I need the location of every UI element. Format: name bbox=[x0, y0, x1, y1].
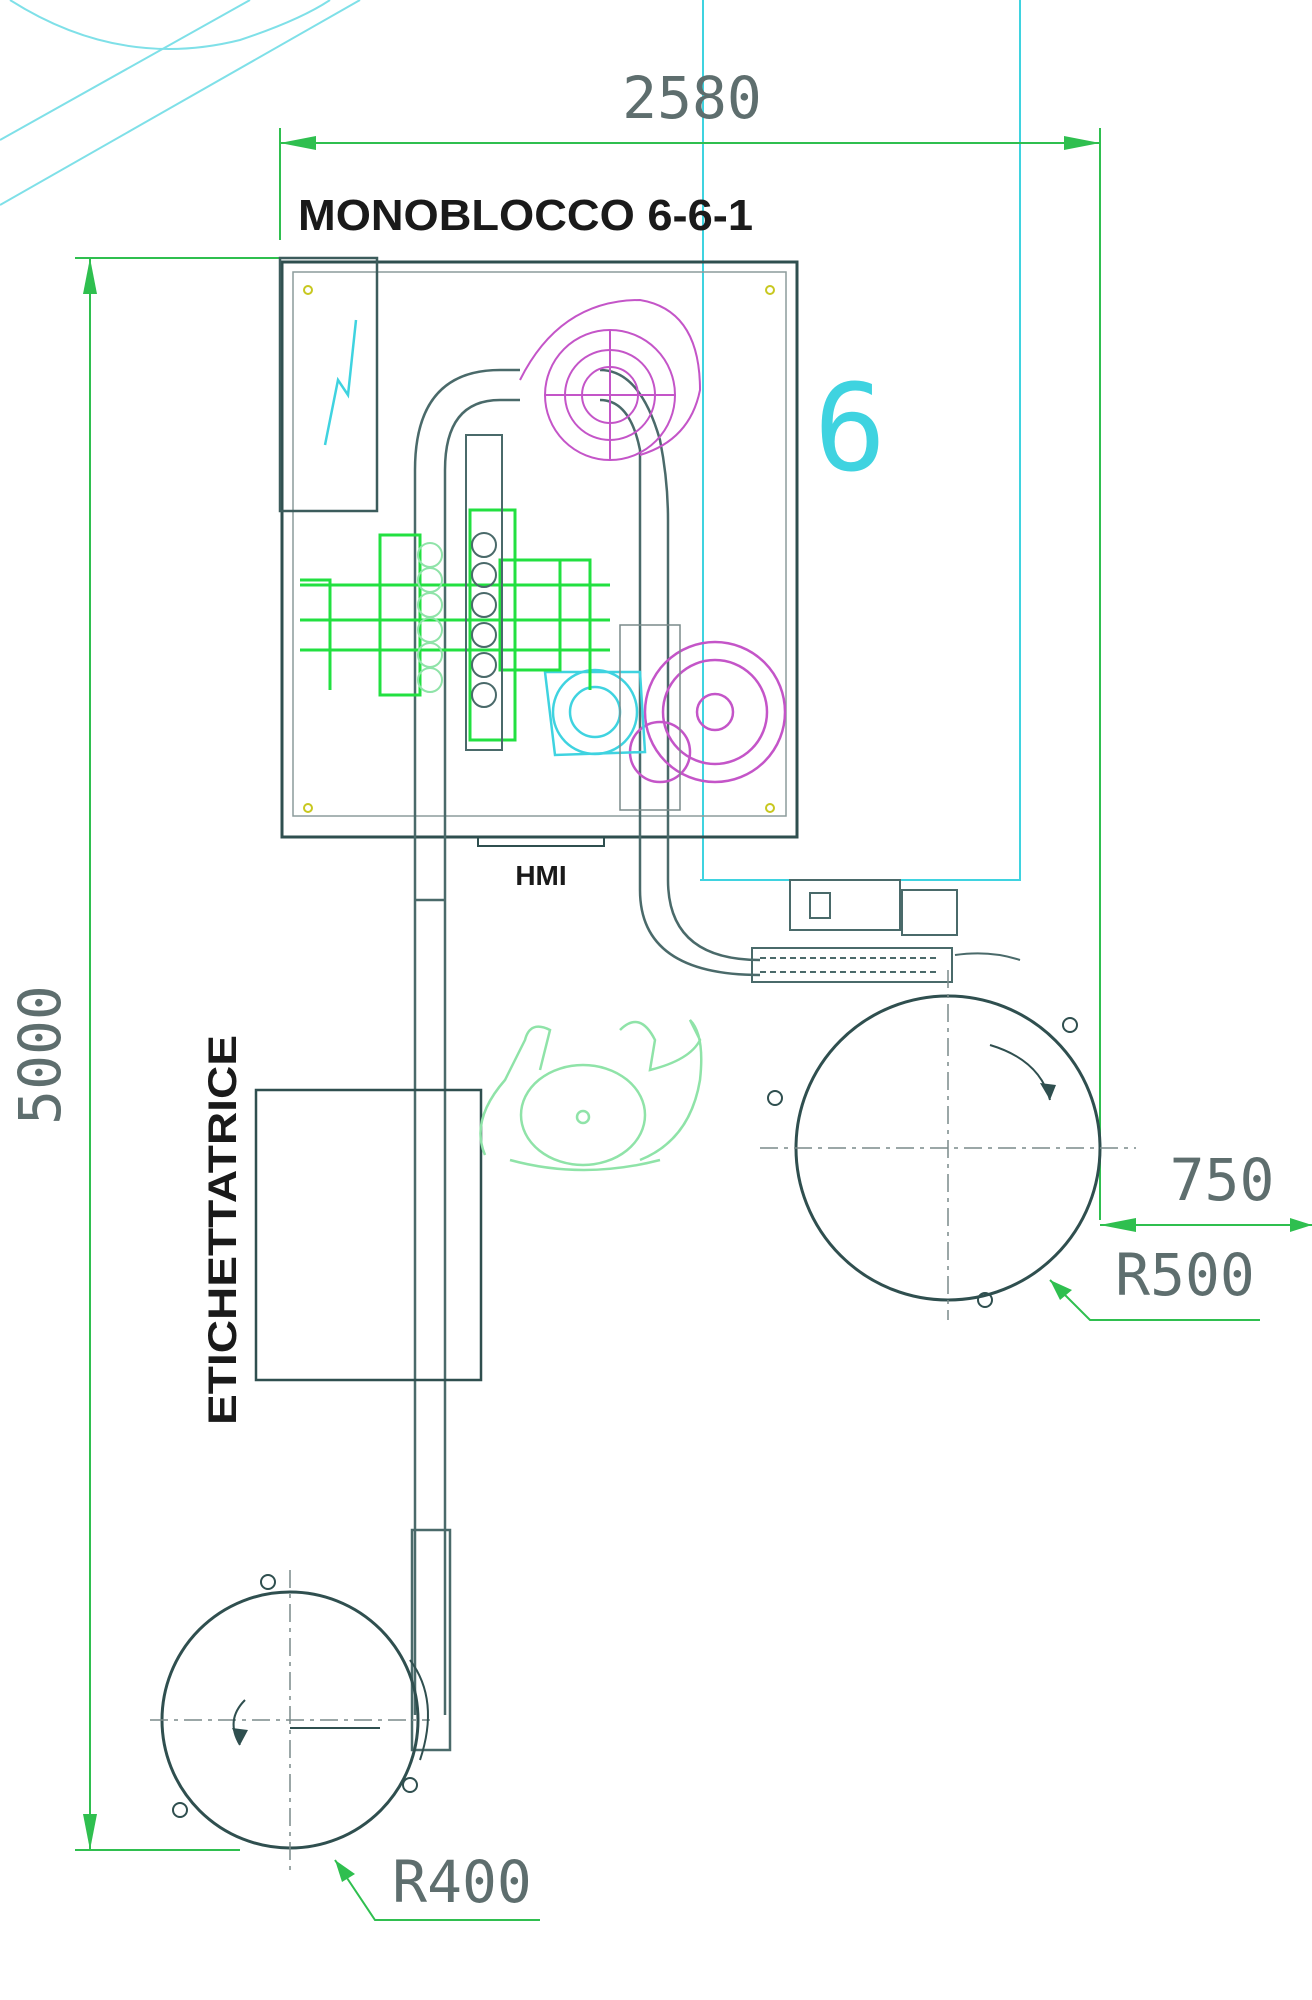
capping-starwheel bbox=[628, 640, 787, 784]
radius-right-leader: R500 bbox=[1049, 1241, 1260, 1321]
dimension-offset: 750 bbox=[1100, 1146, 1312, 1232]
capper-housing bbox=[619, 624, 681, 811]
dimension-offset-text: 750 bbox=[1170, 1146, 1275, 1214]
right-turntable bbox=[760, 970, 1136, 1320]
labeller-label: ETICHETTATRICE bbox=[201, 1035, 245, 1425]
conveyor-left bbox=[410, 368, 520, 1752]
outfeed-conveyor-worm bbox=[751, 879, 1021, 983]
rinser-filler-block bbox=[300, 508, 610, 742]
filler-column bbox=[465, 434, 503, 751]
left-turntable bbox=[150, 1570, 430, 1870]
infeed-starwheel bbox=[544, 329, 676, 461]
labeller-box bbox=[254, 1088, 483, 1382]
machine-title: MONOBLOCCO 6-6-1 bbox=[298, 191, 753, 240]
monoblock-frame bbox=[278, 256, 799, 839]
dimension-width: 2580 bbox=[279, 64, 1101, 1220]
background-contour bbox=[0, 0, 361, 206]
dimension-height: 5000 bbox=[6, 257, 290, 1851]
dimension-height-text: 5000 bbox=[6, 985, 74, 1125]
dimension-width-text: 2580 bbox=[622, 64, 762, 132]
radius-left-leader: R400 bbox=[334, 1848, 540, 1921]
hmi-label: HMI bbox=[515, 860, 566, 891]
infeed-guard bbox=[519, 298, 702, 456]
capper-turret bbox=[543, 668, 647, 757]
radius-right-text: R500 bbox=[1115, 1241, 1255, 1309]
radius-left-text: R400 bbox=[392, 1848, 532, 1916]
hmi-panel bbox=[477, 836, 605, 847]
operator-icon bbox=[479, 1019, 703, 1172]
bottle-row bbox=[417, 542, 443, 693]
section-number: 6 bbox=[814, 360, 886, 499]
conveyor-right bbox=[599, 368, 761, 977]
